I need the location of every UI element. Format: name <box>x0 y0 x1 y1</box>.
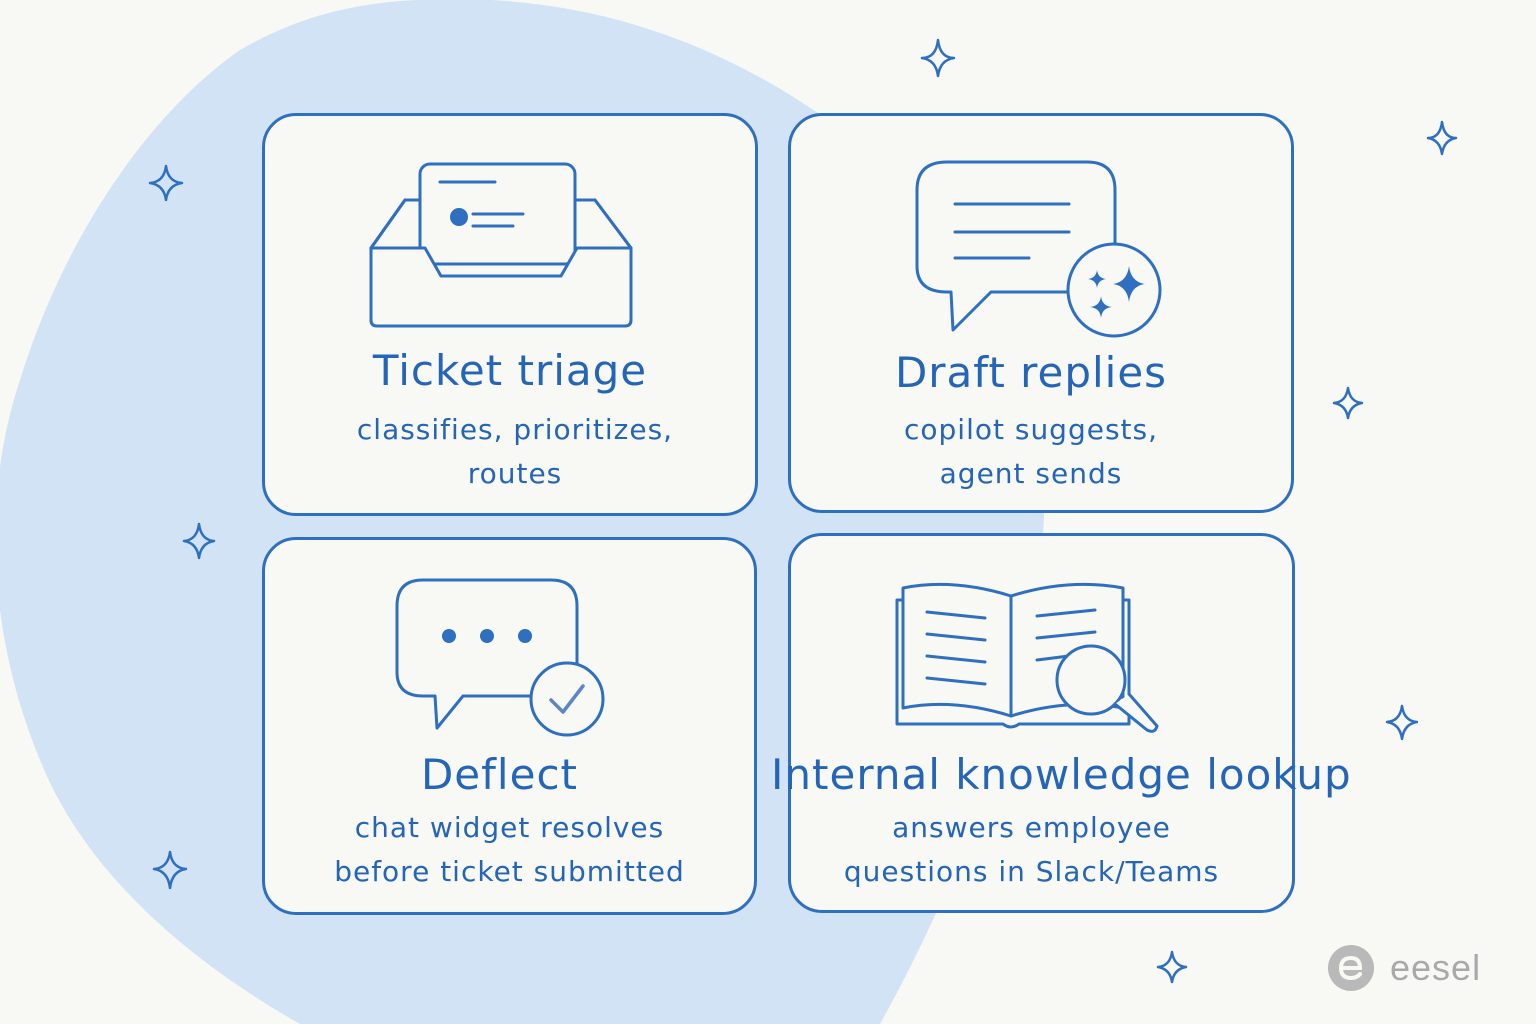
chat-check-icon <box>395 578 605 737</box>
sparkle-icon <box>1156 950 1188 984</box>
sparkle-icon <box>1385 704 1419 741</box>
sparkle-icon <box>152 850 188 890</box>
card-title: Draft replies <box>894 348 1168 397</box>
inbox-tray-icon <box>369 162 633 328</box>
card-description-line: classifies, prioritizes, <box>356 413 674 446</box>
card-deflect: Deflect chat widget resolves before tick… <box>262 537 757 915</box>
card-ticket-triage: Ticket triage classifies, prioritizes, r… <box>262 113 758 516</box>
book-search-icon <box>895 582 1159 733</box>
sparkle-icon <box>148 164 184 202</box>
logo-text: eesel <box>1390 947 1482 988</box>
card-description: answers employee questions in Slack/Team… <box>771 806 1292 894</box>
card-description-line: routes <box>467 457 563 490</box>
card-title: Ticket triage <box>372 346 648 395</box>
card-description-line: before ticket submitted <box>334 855 685 888</box>
card-description-line: questions in Slack/Teams <box>843 855 1220 888</box>
card-internal-knowledge-lookup: Internal knowledge lookup answers employ… <box>771 533 1351 913</box>
sparkle-icon <box>1332 386 1364 420</box>
card-description-line: answers employee <box>892 811 1171 844</box>
sparkle-icon <box>1426 120 1458 156</box>
card-title: Internal knowledge lookup <box>771 750 1352 799</box>
card-description: copilot suggests, agent sends <box>771 408 1291 496</box>
eesel-logo-icon <box>1328 945 1374 991</box>
card-description-line: chat widget resolves <box>354 811 665 844</box>
card-description-line: copilot suggests, <box>903 413 1159 446</box>
sparkle-icon <box>920 38 956 78</box>
chat-sparkle-icon <box>915 160 1162 338</box>
card-description-line: agent sends <box>939 457 1123 490</box>
card-draft-replies: Draft replies copilot suggests, agent se… <box>788 113 1294 513</box>
card-description: classifies, prioritizes, routes <box>275 408 755 496</box>
card-title: Deflect <box>420 750 579 799</box>
eesel-logo: eesel <box>1328 944 1481 992</box>
card-description: chat widget resolves before ticket submi… <box>265 806 754 894</box>
sparkle-icon <box>182 522 216 560</box>
